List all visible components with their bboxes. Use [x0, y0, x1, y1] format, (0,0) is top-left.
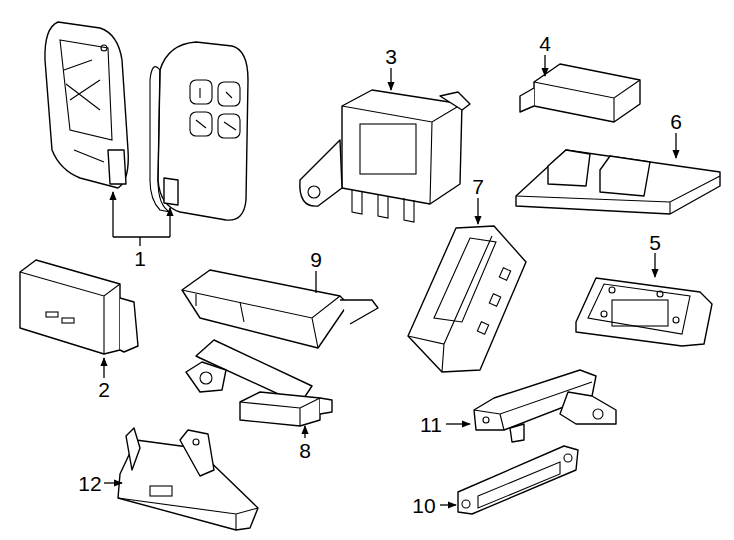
key-fob-shell	[45, 22, 128, 188]
callout-number: 1	[133, 248, 147, 269]
callout-number: 4	[538, 33, 552, 54]
callout-number: 7	[471, 176, 485, 197]
callout-number: 11	[419, 414, 443, 435]
callout-number: 10	[411, 495, 436, 516]
module-7	[408, 226, 526, 372]
key-fob	[150, 42, 248, 220]
antenna-8	[186, 340, 332, 426]
module-5	[576, 278, 712, 346]
callout-number: 9	[309, 249, 323, 270]
bracket-6	[516, 150, 720, 214]
module-4	[520, 64, 640, 122]
callout-number: 6	[669, 111, 683, 132]
module-3	[300, 90, 470, 222]
callout-number: 5	[648, 232, 662, 253]
antenna-11	[474, 370, 616, 442]
callout-number: 2	[97, 379, 111, 400]
callout-number: 3	[384, 46, 398, 67]
callout-number: 8	[298, 440, 312, 461]
antenna-10	[458, 446, 578, 514]
antenna-9	[182, 270, 378, 348]
module-2	[20, 260, 138, 354]
callout-number: 12	[77, 473, 102, 494]
bracket-12	[118, 428, 258, 530]
